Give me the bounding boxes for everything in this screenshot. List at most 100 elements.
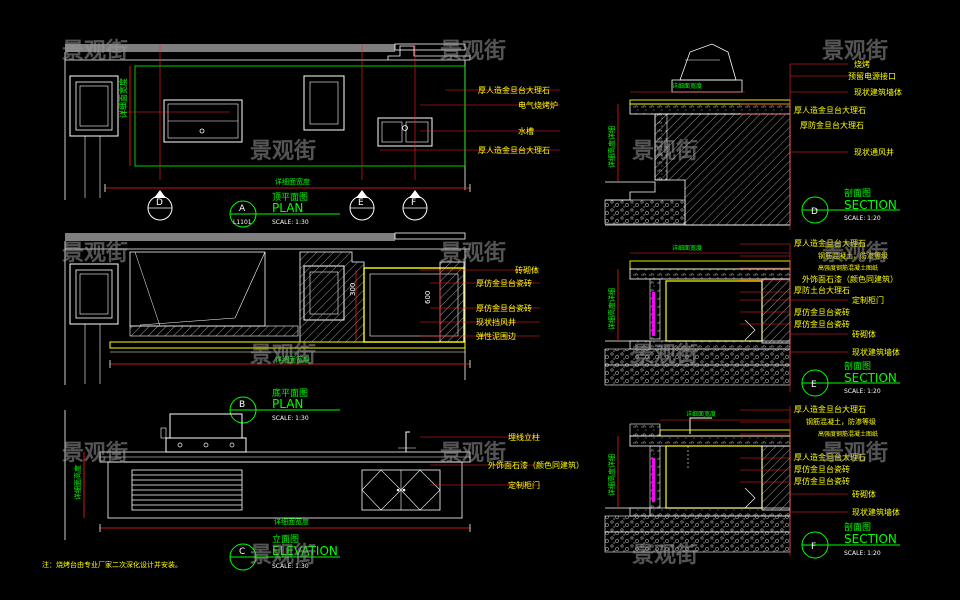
plan-bottom-callout-3: 厚仿金旦台瓷砖 [476, 303, 532, 313]
section-e-circle-letter: E [811, 380, 817, 390]
title-block-elevation: C 立面图 ELEVATION SCALE: 1:30 [229, 533, 340, 571]
elevation-callout-1: 埋线立柱 [508, 432, 540, 442]
section-d-callout-5: 厚防金旦台大理石 [800, 120, 864, 130]
title-block-section-f: F 剖面图 SECTION SCALE: 1:20 [801, 521, 900, 559]
watermark-7: 景观街 [440, 240, 506, 266]
section-f-top-dim: 详细面宽度 [686, 410, 716, 418]
section-f-height-dim: 详细高度详细 [607, 454, 616, 496]
watermark-4: 景观街 [250, 138, 316, 164]
plan-bottom-callout-5: 弹性泥围边 [476, 331, 516, 341]
section-marker-d: D [147, 190, 173, 221]
plan-bottom-callout-1: 砖砌体 [515, 265, 539, 275]
section-e-top-dim: 详细面宽度 [672, 244, 702, 252]
section-f-callout-1: 厚人造金旦台大理石 [794, 404, 866, 414]
section-d-title-cn: 剖面图 [844, 187, 871, 199]
section-d-height-dim: 详细高度详细 [607, 126, 616, 168]
elevation-height-dim: 详细面高度 [73, 465, 82, 500]
plan-bottom-callout-4: 现状挡风井 [476, 317, 516, 327]
plan-bottom-callout-2: 厚仿金旦台瓷砖 [476, 278, 532, 288]
section-e-callout-10: 现状建筑墙体 [852, 347, 900, 357]
watermark-8: 景观街 [822, 240, 888, 266]
watermarks: 景观街 景观街 景观街 景观街 景观街 景观街 景观街 景观街 景观街 景观街 … [62, 38, 888, 568]
title-block-plan-top: A L1101 顶平面图 PLAN SCALE: 1:30 [229, 192, 340, 228]
section-d-circle-letter: D [811, 207, 818, 217]
section-marker-e: E [349, 190, 375, 221]
watermark-10: 景观街 [632, 342, 698, 368]
elevation-view: 详细面高度 详细面宽度 埋线立柱 外饰面石漆（颜色同建筑） 定制柜门 [64, 410, 584, 540]
section-d-scale: SCALE: 1:20 [844, 215, 881, 222]
section-f-callout-3: 高强度钢筋混凝土图纸 [818, 430, 878, 438]
plan-top-circle-letter: A [239, 204, 246, 214]
watermark-15: 景观街 [632, 542, 698, 568]
section-e-callout-9: 砖砌体 [852, 329, 876, 339]
plan-top-callout-4: 厚人造金旦台大理石 [478, 145, 550, 155]
section-f-callout-6: 厚仿金旦台瓷砖 [794, 476, 850, 486]
section-d-callout-3: 现状建筑墙体 [854, 87, 902, 97]
section-f-view: 详细高度详细 详细面宽度 厚人造金旦台大理石 钢筋混凝土，防渗等级 高强度钢筋混… [604, 404, 900, 556]
plan-top-title-en: PLAN [272, 201, 303, 215]
title-block-section-e: E 剖面图 SECTION SCALE: 1:20 [801, 360, 900, 397]
section-f-callout-4: 厚人造金旦台大理石 [794, 452, 866, 462]
section-marker-f-letter: F [411, 198, 416, 208]
section-e-callout-4: 外饰面石漆（颜色同建筑） [802, 274, 898, 284]
watermark-9: 景观街 [250, 342, 316, 368]
section-e-height-dim: 详细高度详细 [607, 288, 616, 330]
section-d-callout-1: 烧烤 [854, 59, 870, 69]
section-d-callout-4: 厚人造金旦台大理石 [794, 105, 866, 115]
plan-bottom-width-dim: 详细面宽度 [275, 355, 310, 364]
title-block-plan-bottom: B 底平面图 PLAN SCALE: 1:30 [229, 387, 340, 424]
plan-bottom-title-cn: 底平面图 [272, 387, 308, 399]
plan-top-depth-dim: 详细面宽度 [118, 78, 128, 118]
watermark-14: 景观街 [250, 542, 316, 568]
watermark-2: 景观街 [440, 38, 506, 64]
plan-bottom-circle-letter: B [239, 400, 245, 410]
elevation-title-cn: 立面图 [272, 533, 299, 545]
section-e-callout-5: 厚防土台大理石 [794, 285, 850, 295]
section-marker-d-letter: D [156, 198, 163, 208]
elevation-width-dim: 详细面宽度 [274, 517, 309, 526]
section-e-callout-7: 厚仿金旦台瓷砖 [794, 307, 850, 317]
section-d-title-en: SECTION [844, 198, 897, 212]
plan-top-title-cn: 顶平面图 [272, 192, 308, 203]
plan-top-callout-1: 厚人造金旦台大理石 [478, 85, 550, 95]
section-f-scale: SCALE: 1:20 [844, 550, 881, 557]
section-f-callout-5: 厚仿金旦台瓷砖 [794, 464, 850, 474]
section-e-callout-6: 定制柜门 [852, 295, 884, 305]
watermark-11: 景观街 [62, 440, 128, 466]
plan-top-width-dim: 详细面宽度 [275, 177, 310, 186]
plan-bottom-view: 300 600 详细面宽度 砖砌体 厚仿金旦台瓷砖 厚仿金旦台瓷砖 现状挡风井 … [64, 232, 540, 385]
watermark-3: 景观街 [822, 38, 888, 64]
section-e-view: 详细高度详细 详细面宽度 厚人造金旦台大理石 钢筋混凝土，防渗等级 高强度钢筋混… [604, 238, 900, 392]
plan-bottom-dim-600: 600 [424, 291, 432, 304]
design-note: 注：烧烤台由专业厂家二次深化设计并安装。 [42, 560, 182, 569]
plan-bottom-title-en: PLAN [272, 397, 303, 411]
watermark-13: 景观街 [822, 440, 888, 466]
section-d-top-dim: 详细面宽度 [672, 82, 702, 90]
plan-top-view: 详细面宽度 详细面宽度 厚人造金旦台大理石 电气烧烤炉 水槽 厚人造金旦台大理石 [64, 43, 560, 200]
plan-top-callout-2: 电气烧烤炉 [518, 100, 558, 110]
section-marker-f: F [402, 190, 428, 221]
elevation-title-en: ELEVATION [272, 544, 338, 558]
section-e-callout-2: 钢筋混凝土，防渗等级 [818, 251, 888, 260]
section-e-scale: SCALE: 1:20 [844, 388, 881, 395]
section-f-callout-8: 现状建筑墙体 [852, 507, 900, 517]
section-e-title-cn: 剖面图 [844, 360, 871, 372]
plan-top-callout-3: 水槽 [518, 126, 534, 136]
section-f-title-cn: 剖面图 [844, 521, 871, 533]
watermark-6: 景观街 [62, 240, 128, 266]
section-e-callout-8: 厚仿金旦台瓷砖 [794, 319, 850, 329]
section-e-title-en: SECTION [844, 371, 897, 385]
section-f-title-en: SECTION [844, 532, 897, 546]
section-e-callout-3: 高强度钢筋混凝土图纸 [818, 264, 878, 272]
elevation-circle-letter: C [239, 547, 245, 557]
section-marker-e-letter: E [358, 198, 364, 208]
plan-bottom-scale: SCALE: 1:30 [272, 415, 309, 422]
section-d-callout-2: 预留电源接口 [848, 71, 896, 81]
title-block-section-d: D 剖面图 SECTION SCALE: 1:20 [801, 187, 900, 224]
section-f-callout-7: 砖砌体 [852, 489, 876, 499]
watermark-5: 景观街 [632, 138, 698, 164]
elevation-callout-3: 定制柜门 [508, 480, 540, 490]
plan-top-circle-sheet: L1101 [233, 219, 252, 226]
watermark-1: 景观街 [62, 38, 128, 64]
